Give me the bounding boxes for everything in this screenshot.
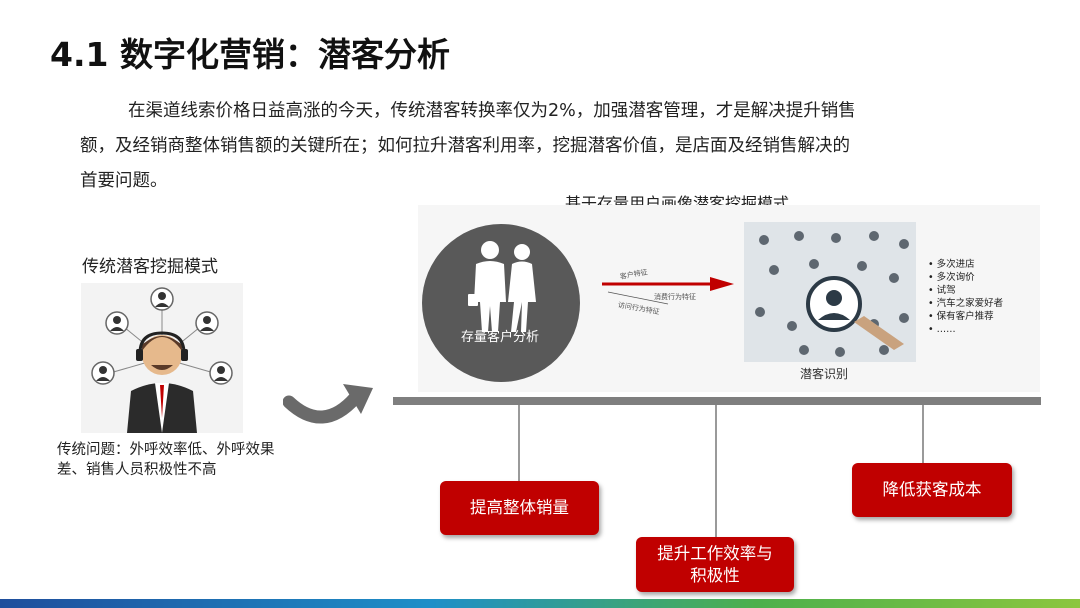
outcome-label: 降低获客成本 (882, 480, 982, 499)
timeline-bar (393, 397, 1041, 405)
outcome-reduce-cost: 降低获客成本 (852, 463, 1012, 517)
list-item: 保有客户推荐 (928, 310, 1003, 323)
list-item: 试驾 (928, 284, 1003, 297)
arrow-label-2: 消费行为特征 (654, 293, 696, 301)
outcome-label: 提高整体销量 (470, 498, 569, 517)
photo-label: 潜客识别 (800, 367, 849, 381)
call-center-illustration (81, 283, 243, 433)
list-item: 多次进店 (928, 258, 1003, 271)
outcome-label: 积极性 (690, 565, 740, 585)
traditional-model-title: 传统潜客挖掘模式 (82, 257, 218, 277)
outcome-efficiency: 提升工作效率与 积极性 (636, 537, 794, 592)
traditional-problem-caption: 传统问题：外呼效率低、外呼效果差、销售人员积极性不高 (57, 442, 275, 478)
list-item: 多次询价 (928, 271, 1003, 284)
bottom-gradient-bar (0, 599, 1080, 608)
prospect-signal-list: 多次进店 多次询价 试驾 汽车之家爱好者 保有客户推荐 …… (928, 258, 1004, 336)
intro-line-2: 额，及经销商整体销售额的关键所在；如何拉升潜客利用率，挖掘潜客价值，是店面及经销… (80, 136, 850, 156)
prospect-identification-image (744, 222, 916, 362)
intro-paragraph: 在渠道线索价格日益高涨的今天，传统潜客转换率仅为2%，加强潜客管理，才是解决提升… (80, 94, 985, 199)
timeline-stem (922, 405, 924, 463)
list-item: …… (928, 323, 1003, 336)
slide-title: 4.1 数字化营销：潜客分析 (50, 35, 450, 74)
circle-label: 存量客户分析 (460, 330, 539, 345)
business-people-icon (468, 241, 536, 332)
timeline-stem (715, 405, 717, 537)
stock-customer-circle (422, 224, 580, 382)
list-item: 汽车之家爱好者 (928, 297, 1004, 310)
red-arrow-icon (602, 277, 734, 305)
curved-arrow-icon (283, 384, 373, 424)
intro-line-1: 在渠道线索价格日益高涨的今天，传统潜客转换率仅为2%，加强潜客管理，才是解决提升… (128, 101, 856, 121)
outcome-increase-sales: 提高整体销量 (440, 481, 599, 535)
timeline-stem (518, 405, 520, 481)
outcome-label: 提升工作效率与 (657, 543, 773, 563)
intro-line-3: 首要问题。 (80, 171, 168, 191)
